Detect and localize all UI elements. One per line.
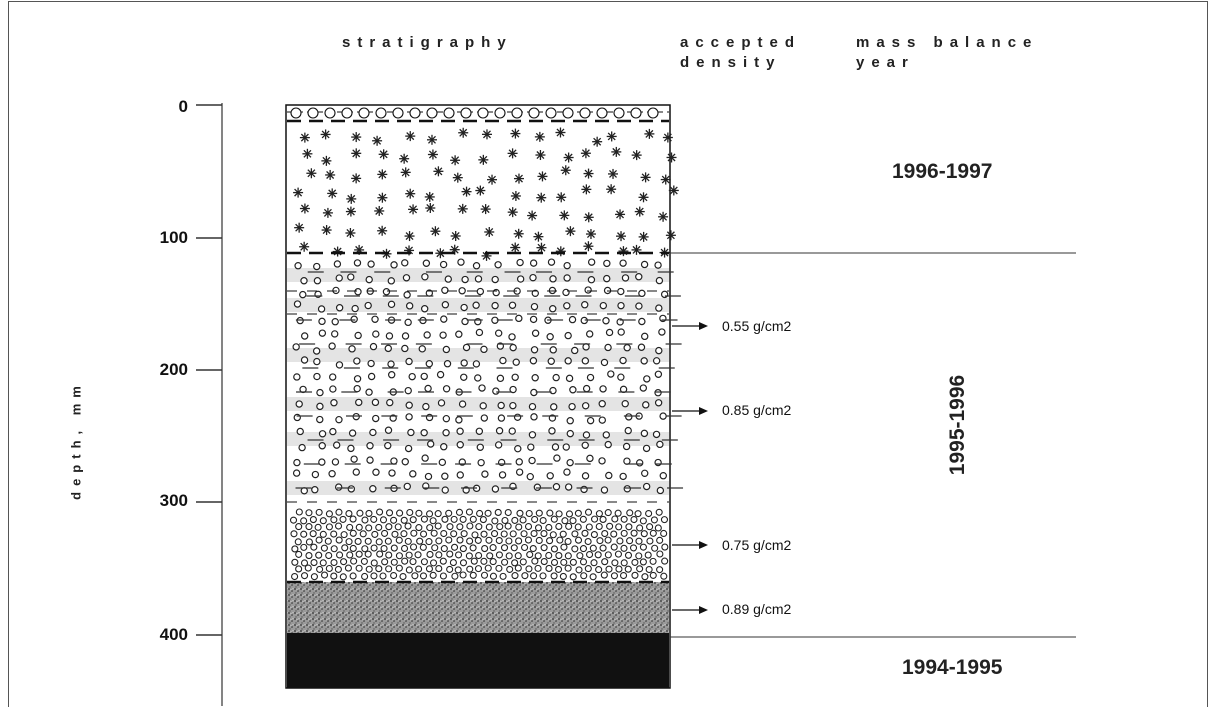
density-label-0.85: 0.85 g/cm2	[722, 402, 792, 418]
density-label-0.55: 0.55 g/cm2	[722, 318, 792, 334]
density-arrows	[672, 322, 708, 614]
ice-layer	[287, 633, 669, 688]
tick-label-100: 100	[159, 228, 188, 247]
header-year: year	[856, 54, 915, 71]
depth-axis	[196, 103, 223, 706]
header-accepted: accepted	[680, 34, 802, 51]
year-label-1994-1995: 1994-1995	[902, 656, 1003, 679]
figure-frame	[8, 1, 1208, 707]
density-label-0.75: 0.75 g/cm2	[722, 537, 792, 553]
density-label-0.89: 0.89 g/cm2	[722, 601, 792, 617]
tick-label-200: 200	[159, 360, 188, 379]
tick-label-0: 0	[178, 97, 188, 116]
surface-crust-layer	[287, 107, 669, 119]
grained-snow-layer	[292, 258, 684, 495]
coarse-grain-layer	[289, 508, 669, 581]
layer-boundaries	[287, 119, 669, 584]
fresh-snow-layer	[293, 127, 679, 261]
depth-hoar-layer	[287, 582, 669, 635]
header-mass-balance: mass balance	[856, 34, 1039, 51]
tick-label-300: 300	[159, 491, 188, 510]
tick-label-400: 400	[159, 625, 188, 644]
header-density: density	[680, 54, 782, 71]
year-label-1996-1997: 1996-1997	[892, 160, 993, 183]
header-stratigraphy: stratigraphy	[342, 34, 513, 51]
